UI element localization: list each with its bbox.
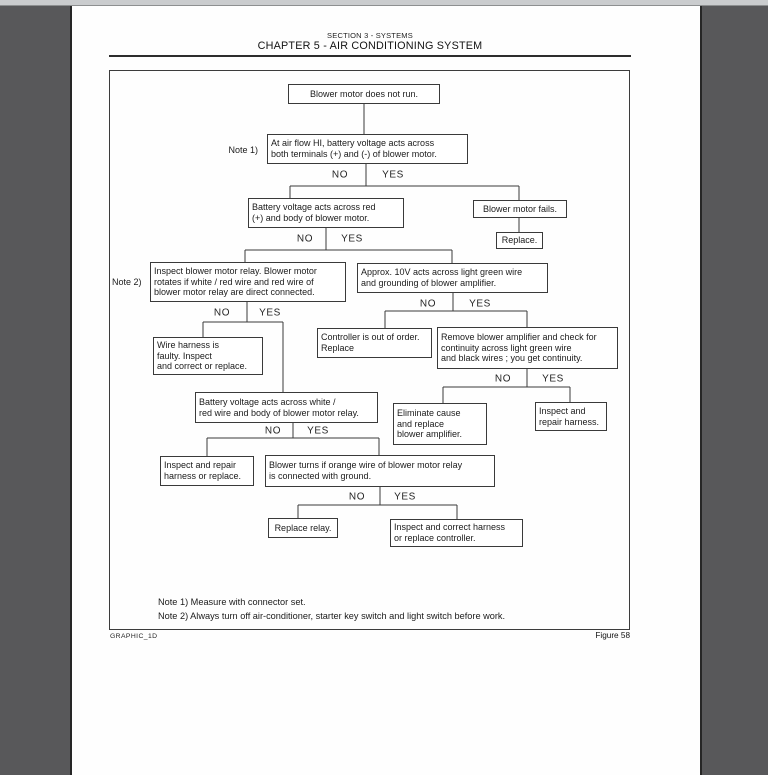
flow-box-red-body-voltage-check: Battery voltage acts across red (+) and … — [248, 198, 404, 228]
branch-label-yes: YES — [382, 169, 404, 181]
branch-label-no: NO — [296, 233, 314, 245]
flow-box-eliminate-cause-replace-amp: Eliminate cause and replace blower ampli… — [393, 403, 487, 445]
header-rule — [109, 55, 631, 57]
side-note-1: Note 1) — [228, 145, 258, 155]
branch-label-no: NO — [213, 307, 231, 319]
figure-frame — [109, 70, 630, 630]
flow-box-controller-out-of-order: Controller is out of order. Replace — [317, 328, 432, 358]
branch-label-yes: YES — [394, 491, 416, 503]
top-strip — [0, 0, 768, 6]
flow-box-blower-motor-fails: Blower motor fails. — [473, 200, 567, 218]
branch-label-yes: YES — [307, 425, 329, 437]
flow-box-inspect-correct-harness: Inspect and correct harness or replace c… — [390, 519, 523, 547]
branch-label-yes: YES — [469, 298, 491, 310]
branch-label-yes: YES — [259, 307, 281, 319]
flow-box-remove-blower-amplifier: Remove blower amplifier and check for co… — [437, 327, 618, 369]
flow-box-white-red-voltage-check: Battery voltage acts across white / red … — [195, 392, 378, 423]
flow-box-start: Blower motor does not run. — [288, 84, 440, 104]
flow-box-amp-10v-check: Approx. 10V acts across light green wire… — [357, 263, 548, 293]
graphic-id-label: GRAPHIC_1D — [110, 633, 158, 640]
flow-box-replace-motor: Replace. — [496, 232, 543, 249]
side-note-2: Note 2) — [112, 277, 142, 287]
branch-label-no: NO — [348, 491, 366, 503]
flow-box-replace-relay: Replace relay. — [268, 518, 338, 538]
branch-label-yes: YES — [542, 373, 564, 385]
footnote-1: Note 1) Measure with connector set. — [158, 597, 306, 607]
branch-label-no: NO — [494, 373, 512, 385]
flow-box-orange-wire-ground-check: Blower turns if orange wire of blower mo… — [265, 455, 495, 487]
flow-box-inspect-blower-relay: Inspect blower motor relay. Blower motor… — [150, 262, 346, 302]
flow-box-inspect-repair-or-replace: Inspect and repair harness or replace. — [160, 456, 254, 486]
flow-box-airflow-voltage-check: At air flow HI, battery voltage acts acr… — [267, 134, 468, 164]
figure-number-label: Figure 58 — [595, 631, 630, 640]
branch-label-yes: YES — [341, 233, 363, 245]
section-title: SECTION 3 - SYSTEMS — [327, 31, 413, 40]
chapter-title: CHAPTER 5 - AIR CONDITIONING SYSTEM — [257, 40, 483, 52]
footnote-2: Note 2) Always turn off air-conditioner,… — [158, 611, 506, 621]
flow-box-inspect-repair-harness: Inspect and repair harness. — [535, 402, 607, 431]
branch-label-no: NO — [331, 169, 349, 181]
flow-box-wire-harness-faulty: Wire harness is faulty. Inspect and corr… — [153, 337, 263, 375]
branch-label-no: NO — [264, 425, 282, 437]
branch-label-no: NO — [419, 298, 437, 310]
